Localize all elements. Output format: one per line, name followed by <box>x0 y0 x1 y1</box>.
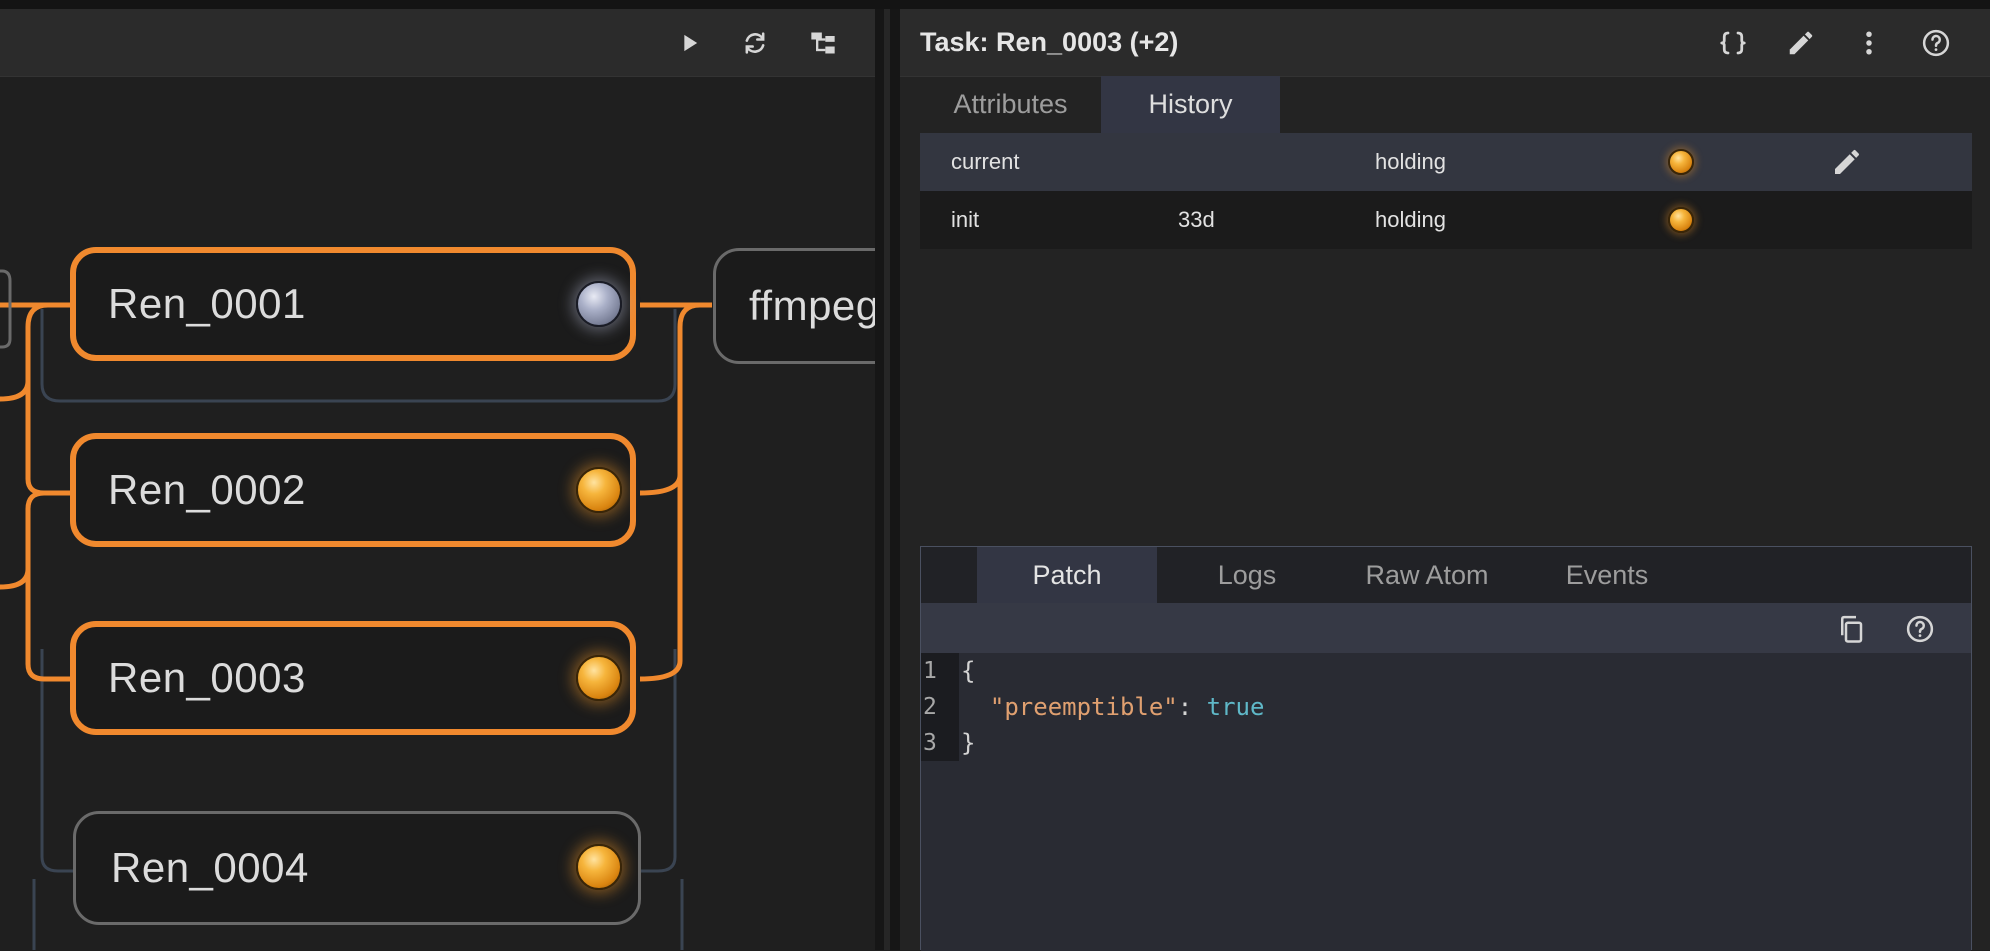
tab-raw-atom[interactable]: Raw Atom <box>1365 559 1489 590</box>
graph-node-ren-0004[interactable]: Ren_0004 <box>73 811 641 925</box>
task-title: Task: Ren_0003 (+2) <box>920 27 1179 57</box>
task-header: Task: Ren_0003 (+2) <box>900 9 1990 77</box>
node-label: Ren_0003 <box>108 654 306 701</box>
copy-icon <box>1841 615 1863 643</box>
tab-patch[interactable]: Patch <box>977 547 1157 603</box>
graph-toolbar <box>0 9 875 77</box>
dependency-edges <box>0 302 712 682</box>
raw-json-button[interactable] <box>1712 22 1754 64</box>
play-icon <box>684 34 698 52</box>
code-line: { <box>961 657 976 685</box>
node-label: ffmpeg <box>749 282 875 329</box>
status-orb-icon <box>576 844 622 890</box>
code-line: } <box>961 729 976 757</box>
status-orb-icon <box>576 655 622 701</box>
status-orb-icon <box>576 467 622 513</box>
history-status: holding <box>1375 149 1446 174</box>
task-tabs: Attributes History <box>920 76 1280 133</box>
json-key: "preemptible" <box>989 693 1178 721</box>
braces-icon <box>1720 31 1746 55</box>
more-vertical-icon <box>1866 31 1872 55</box>
top-strip <box>0 0 1990 9</box>
panel-splitter[interactable] <box>875 9 900 950</box>
json-value: true <box>1206 693 1265 721</box>
table-row[interactable]: init 33d holding <box>920 191 1972 249</box>
history-state: init <box>951 207 980 232</box>
refresh-icon <box>745 32 765 54</box>
graph-node-ren-0001[interactable]: Ren_0001 <box>70 247 636 361</box>
line-number: 1 <box>923 658 937 684</box>
help-icon <box>1922 29 1950 57</box>
line-number: 3 <box>923 730 937 756</box>
node-label: Ren_0002 <box>108 466 306 513</box>
tab-logs[interactable]: Logs <box>1217 559 1277 590</box>
copy-button[interactable] <box>1834 612 1868 646</box>
history-state: current <box>951 149 1020 174</box>
line-gutter <box>921 653 959 761</box>
table-row[interactable]: current holding <box>920 133 1972 191</box>
help-button[interactable] <box>1915 22 1957 64</box>
edit-button[interactable] <box>1780 22 1822 64</box>
history-table: current holding init 33d holding <box>920 133 1972 249</box>
tab-attributes[interactable]: Attributes <box>953 89 1068 119</box>
more-button[interactable] <box>1848 22 1890 64</box>
graph-panel[interactable]: Ren_0001 Ren_0002 Ren_0003 Ren_0004 ffmp… <box>0 9 875 950</box>
pencil-icon[interactable] <box>1831 146 1863 178</box>
graph-node-ren-0003[interactable]: Ren_0003 <box>70 621 636 735</box>
tab-events[interactable]: Events <box>1565 559 1649 590</box>
detail-panel: Patch Logs Raw Atom Events 1 2 <box>920 546 1972 951</box>
history-status: holding <box>1375 207 1446 232</box>
help-icon <box>1906 615 1934 643</box>
patch-help-button[interactable] <box>1903 612 1937 646</box>
tree-layout-icon <box>811 32 835 54</box>
status-orb-icon <box>576 281 622 327</box>
detail-tabs: Patch Logs Raw Atom Events <box>921 547 1971 603</box>
graph-node-ffmpeg[interactable]: ffmpeg <box>713 248 875 364</box>
tab-history[interactable]: History <box>1101 76 1280 133</box>
task-panel: Task: Ren_0003 (+2) Attributes <box>900 9 1990 951</box>
json-colon: : <box>1177 693 1207 721</box>
node-label: Ren_0004 <box>111 844 309 891</box>
pencil-icon <box>1789 31 1813 55</box>
node-label: Ren_0001 <box>108 280 306 327</box>
graph-edges <box>0 269 712 950</box>
line-number: 2 <box>923 694 937 720</box>
graph-node-ren-0002[interactable]: Ren_0002 <box>70 433 636 547</box>
patch-toolbar <box>921 603 1971 653</box>
code-line: "preemptible": true <box>961 689 1265 725</box>
layout-button[interactable] <box>803 23 843 63</box>
play-button[interactable] <box>669 23 709 63</box>
status-orb-icon <box>1668 149 1694 175</box>
status-orb-icon <box>1668 207 1694 233</box>
code-editor[interactable]: 1 2 3 { "preemptible": true } <box>921 653 1971 951</box>
history-age: 33d <box>1178 207 1215 232</box>
refresh-button[interactable] <box>735 23 775 63</box>
